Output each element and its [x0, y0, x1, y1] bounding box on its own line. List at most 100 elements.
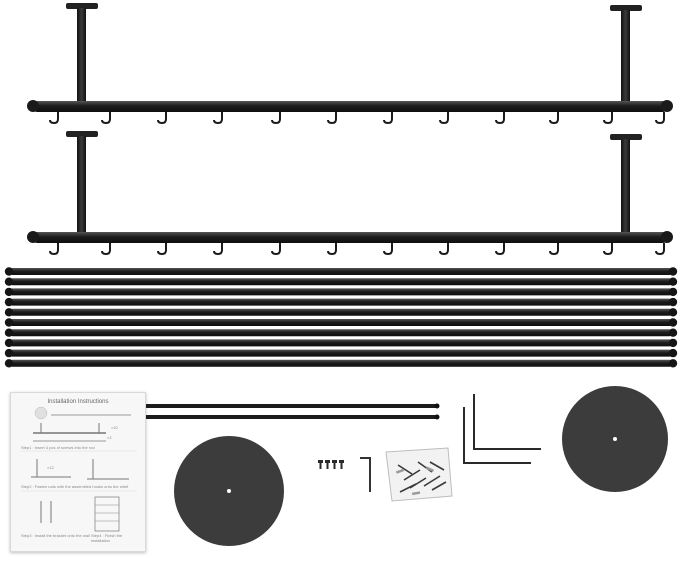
ceiling-post: [621, 139, 630, 236]
rod-end-cap: [4, 359, 14, 368]
hook-row: [49, 243, 665, 256]
screw-set: [318, 460, 344, 469]
rod-end-cap: [4, 287, 14, 297]
hardware-bag: [385, 447, 453, 502]
rod-end-cap: [4, 308, 14, 317]
hook: [327, 112, 337, 125]
hook: [383, 243, 393, 256]
wall-anchors: [395, 466, 435, 496]
rod-end-cap: [4, 348, 14, 358]
rod-end-cap: [668, 338, 678, 348]
hook: [603, 243, 613, 256]
screw-shaft: [326, 463, 329, 469]
hanging-rail-top: [27, 3, 673, 125]
rail-end-cap: [27, 231, 39, 243]
hanging-rail-bottom: [27, 131, 673, 256]
hook: [101, 243, 111, 256]
hook: [439, 243, 449, 256]
manual-step4: Step4 : Finish the installation: [91, 533, 123, 543]
rod-end: [434, 403, 440, 409]
rod: [9, 298, 673, 306]
ceiling-post: [77, 8, 86, 104]
hook: [157, 112, 167, 125]
screw: [431, 481, 447, 491]
screw-shaft: [333, 463, 336, 469]
wall-anchor: [411, 491, 421, 496]
hook: [213, 243, 223, 256]
screw-shaft: [340, 463, 343, 469]
rod: [9, 319, 673, 326]
rod-end-cap: [668, 359, 678, 368]
rod-end-cap: [668, 348, 678, 358]
rod-end-cap: [668, 328, 678, 337]
ceiling-post: [77, 136, 86, 236]
rod-end-cap: [4, 328, 14, 337]
manual-part-icon: [34, 406, 48, 420]
hook: [603, 112, 613, 125]
bag-contents: [397, 461, 447, 493]
instruction-manual: Installation Instructions ×10 ×2 ×12 Ste…: [10, 392, 146, 552]
rail-end-cap: [661, 100, 673, 112]
screw: [423, 475, 441, 487]
rod: [9, 268, 673, 275]
rod: [9, 339, 673, 347]
rod-stack: [4, 267, 678, 368]
allen-key: [360, 457, 371, 492]
rail-bar: [32, 232, 668, 243]
rod: [9, 308, 673, 316]
screw: [403, 469, 421, 481]
rod-end-cap: [4, 267, 14, 276]
manual-qty-screws: ×2: [107, 435, 112, 440]
base-plate-hole: [613, 437, 617, 441]
rod: [9, 288, 673, 296]
rod: [9, 359, 673, 367]
rod-end-cap: [4, 338, 14, 348]
manual-qty-rods: ×10: [111, 425, 118, 430]
thin-rod: [145, 404, 437, 408]
ceiling-flange: [610, 134, 642, 140]
hook: [271, 243, 281, 256]
rod: [9, 329, 673, 337]
hook: [495, 243, 505, 256]
hook: [49, 112, 59, 125]
l-bracket: [463, 407, 531, 464]
screw: [429, 461, 445, 471]
hook: [439, 112, 449, 125]
rod-end-cap: [668, 308, 678, 317]
connecting-rods: [145, 403, 440, 420]
hook-row: [49, 112, 665, 125]
rail-end-cap: [27, 100, 39, 112]
hook: [49, 243, 59, 256]
hook: [327, 243, 337, 256]
hook: [549, 112, 559, 125]
thin-rod: [145, 415, 437, 419]
rod: [9, 278, 673, 286]
manual-qty-hooks: ×12: [47, 465, 54, 470]
manual-shelf-drawing: [94, 496, 120, 532]
ceiling-flange: [610, 5, 642, 11]
screw-head: [325, 460, 330, 463]
wall-anchor: [395, 468, 405, 474]
rod-end-cap: [668, 318, 678, 327]
hook: [157, 243, 167, 256]
screw-head: [332, 460, 337, 463]
rod-end-cap: [4, 277, 14, 286]
manual-title: Installation Instructions: [47, 399, 109, 405]
screw-head: [318, 460, 323, 463]
hook: [271, 112, 281, 125]
ceiling-flange: [66, 131, 98, 137]
hook: [101, 112, 111, 125]
ceiling-post: [621, 10, 630, 104]
rail-bar: [32, 101, 668, 112]
screw-head: [339, 460, 344, 463]
wall-anchor: [425, 466, 435, 473]
screw: [397, 464, 413, 475]
rod-end-cap: [4, 318, 14, 327]
rod-end: [434, 414, 440, 420]
l-brackets: [463, 394, 541, 464]
hook: [495, 112, 505, 125]
hook: [383, 112, 393, 125]
screw-shaft: [319, 463, 322, 469]
